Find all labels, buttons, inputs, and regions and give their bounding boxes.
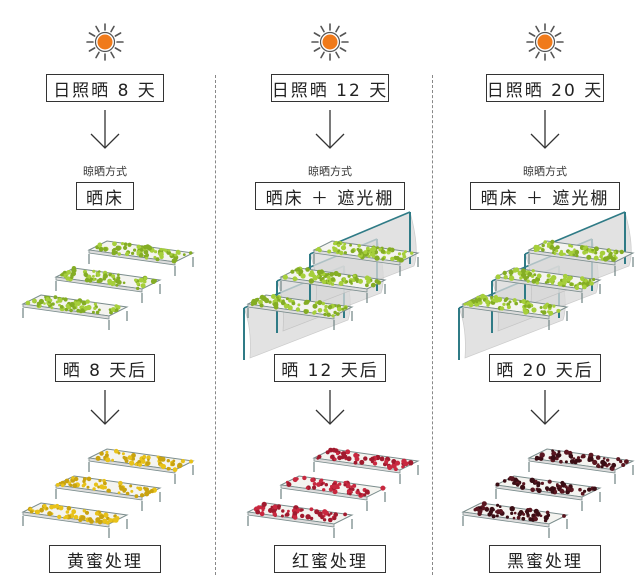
sun-icon: [86, 23, 124, 61]
down-arrow-icon: [90, 110, 120, 149]
down-arrow-icon: [90, 390, 120, 425]
drying-bed: [527, 448, 635, 484]
sun-days-label: 日照晒 20 天: [486, 74, 604, 102]
down-arrow-icon: [315, 390, 345, 425]
down-arrow-icon: [530, 390, 560, 425]
sun-icon: [311, 23, 349, 61]
sun-days-label: 日照晒 12 天: [271, 74, 389, 102]
drying-bed: [54, 266, 162, 303]
drying-bed: [246, 294, 354, 330]
process-result-label: 黄蜜处理: [49, 545, 161, 573]
drying-bed: [461, 293, 569, 330]
after-days-label: 晒 8 天后: [55, 354, 155, 382]
drying-method-label: 晒床 ＋ 遮光棚: [470, 182, 620, 210]
drying-bed: [312, 447, 420, 484]
column-divider: [432, 75, 433, 575]
drying-method-caption: 晾晒方式: [523, 165, 567, 178]
process-result-label: 红蜜处理: [274, 545, 386, 573]
column-divider: [215, 75, 216, 575]
drying-bed: [21, 294, 129, 330]
process-result-label: 黑蜜处理: [489, 545, 601, 573]
drying-bed: [527, 239, 635, 276]
drying-bed: [494, 475, 602, 511]
drying-bed: [461, 501, 569, 538]
drying-method-label: 晒床 ＋ 遮光棚: [255, 182, 405, 210]
sun-days-label: 日照晒 8 天: [46, 74, 164, 102]
drying-bed: [87, 240, 195, 276]
drying-bed: [279, 266, 387, 303]
drying-bed: [279, 475, 387, 511]
drying-bed: [246, 501, 354, 538]
drying-bed: [312, 240, 420, 276]
drying-method-caption: 晾晒方式: [83, 165, 127, 178]
after-days-label: 晒 20 天后: [489, 354, 601, 382]
drying-bed: [21, 502, 129, 538]
down-arrow-icon: [315, 110, 345, 149]
drying-bed: [54, 475, 162, 511]
drying-method-label: 晒床: [76, 182, 134, 210]
sun-icon: [526, 23, 564, 61]
drying-bed: [87, 448, 195, 484]
drying-bed: [494, 267, 602, 303]
down-arrow-icon: [530, 110, 560, 149]
after-days-label: 晒 12 天后: [274, 354, 386, 382]
drying-method-caption: 晾晒方式: [308, 165, 352, 178]
